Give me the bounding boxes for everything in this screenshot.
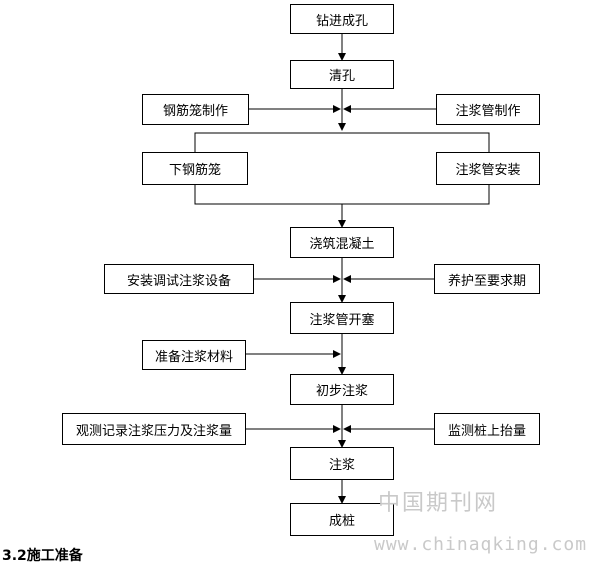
node-observe: 观测记录注浆压力及注浆量 <box>62 413 246 445</box>
node-initial: 初步注浆 <box>290 374 394 405</box>
node-cure: 养护至要求期 <box>434 264 540 294</box>
node-clean: 清孔 <box>290 60 394 89</box>
node-cage-lower: 下钢筋笼 <box>142 152 248 185</box>
section-heading: 3.2施工准备 <box>2 548 83 564</box>
node-material: 准备注浆材料 <box>142 340 246 370</box>
node-monitor: 监测桩上抬量 <box>434 413 540 445</box>
node-open: 注浆管开塞 <box>290 302 394 334</box>
bracket-top <box>194 132 490 152</box>
bracket-bottom <box>194 185 490 205</box>
node-pour: 浇筑混凝土 <box>290 227 394 258</box>
watermark-url: www.chinaqking.com <box>374 534 588 555</box>
node-finish: 成桩 <box>290 503 394 536</box>
node-pipe-make: 注浆管制作 <box>436 94 540 125</box>
node-drill: 钻进成孔 <box>290 4 394 34</box>
node-cage-make: 钢筋笼制作 <box>142 94 249 125</box>
node-grout: 注浆 <box>290 447 394 480</box>
node-equip: 安装调试注浆设备 <box>104 264 254 294</box>
node-pipe-install: 注浆管安装 <box>436 152 540 185</box>
watermark-chinese: 中国期刊网 <box>378 491 499 516</box>
